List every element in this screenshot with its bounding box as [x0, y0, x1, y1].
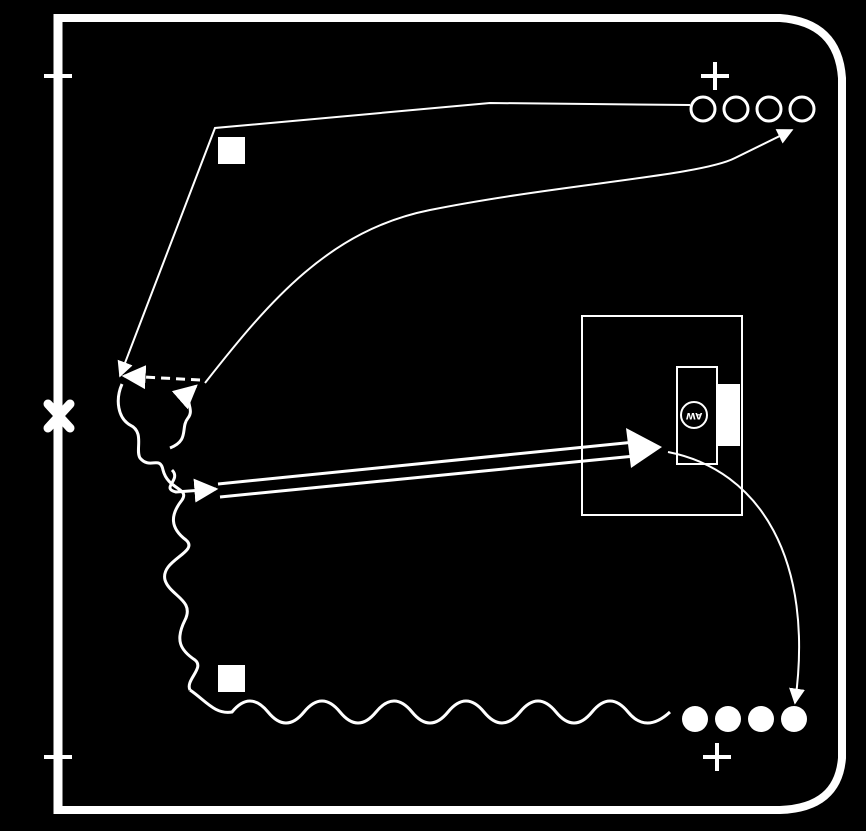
plus-marker-bottom [703, 743, 731, 771]
goalie-label: AW [686, 410, 703, 420]
player-filled [748, 706, 774, 732]
pass-dashed [121, 365, 201, 390]
player-filled [781, 706, 807, 732]
player-line-bottom [682, 706, 807, 732]
skate-return-to-top-line [204, 129, 794, 384]
rink-boards [60, 14, 846, 814]
plus-marker-top [701, 62, 729, 90]
stickhandle-branch-right [168, 468, 219, 503]
skate-top-line-to-center [117, 101, 691, 378]
crease-box [581, 315, 743, 516]
cone-top [218, 137, 245, 164]
goalie-to-bottom-line [667, 451, 805, 705]
center-x-marker [43, 399, 75, 433]
player-filled [682, 706, 708, 732]
stickhandle-bottom-wavy [189, 688, 672, 725]
stickhandle-branch-up [169, 384, 198, 450]
player-hollow [788, 95, 816, 123]
player-hollow [722, 95, 750, 123]
goalie-icon [680, 401, 708, 429]
player-hollow [689, 95, 717, 123]
player-line-top [689, 95, 816, 123]
player-filled [715, 706, 741, 732]
goal-net [717, 384, 740, 446]
shot-on-goal [217, 428, 662, 499]
stickhandle-center-wavy [116, 383, 200, 691]
player-hollow [755, 95, 783, 123]
cone-bottom [218, 665, 245, 692]
